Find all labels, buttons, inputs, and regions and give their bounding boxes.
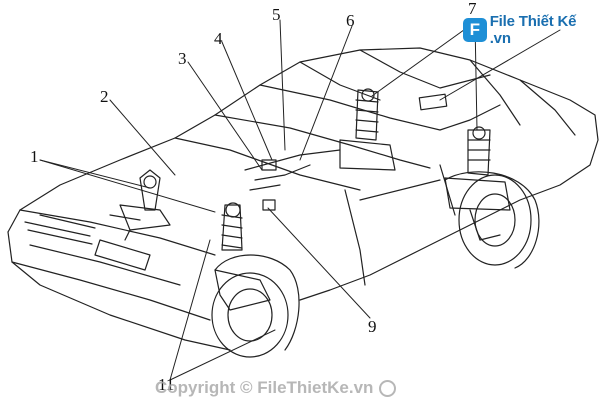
car-body: [7, 47, 599, 351]
rear-strut: [444, 126, 511, 241]
callout-9: 9: [368, 317, 377, 336]
front-left-strut: [109, 169, 171, 241]
center-strut: [339, 88, 396, 171]
callout-11: 11: [158, 375, 175, 394]
rear-wheel: [444, 171, 540, 269]
watermark-text: Copyright © FileThietKe.vn: [155, 378, 374, 397]
copyright-watermark: Copyright © FileThietKe.vn: [155, 378, 397, 398]
front-right-strut: [214, 202, 271, 311]
front-wheel: [211, 254, 300, 358]
file-logo-icon: F: [463, 18, 487, 42]
callout-4: 4: [214, 29, 223, 48]
leader-lines: [39, 19, 561, 381]
steering-linkage: [244, 149, 341, 211]
watermark-logo-icon: [379, 379, 397, 397]
callout-3: 3: [178, 49, 187, 68]
callout-5: 5: [272, 5, 281, 24]
logo-text: File Thiết Kế .vn: [489, 13, 577, 47]
callout-2: 2: [100, 87, 109, 106]
filethietke-logo: F File Thiết Kế .vn: [463, 13, 600, 47]
callout-7: 7: [468, 0, 477, 18]
callout-6: 6: [346, 11, 355, 30]
callout-1: 1: [30, 147, 39, 166]
